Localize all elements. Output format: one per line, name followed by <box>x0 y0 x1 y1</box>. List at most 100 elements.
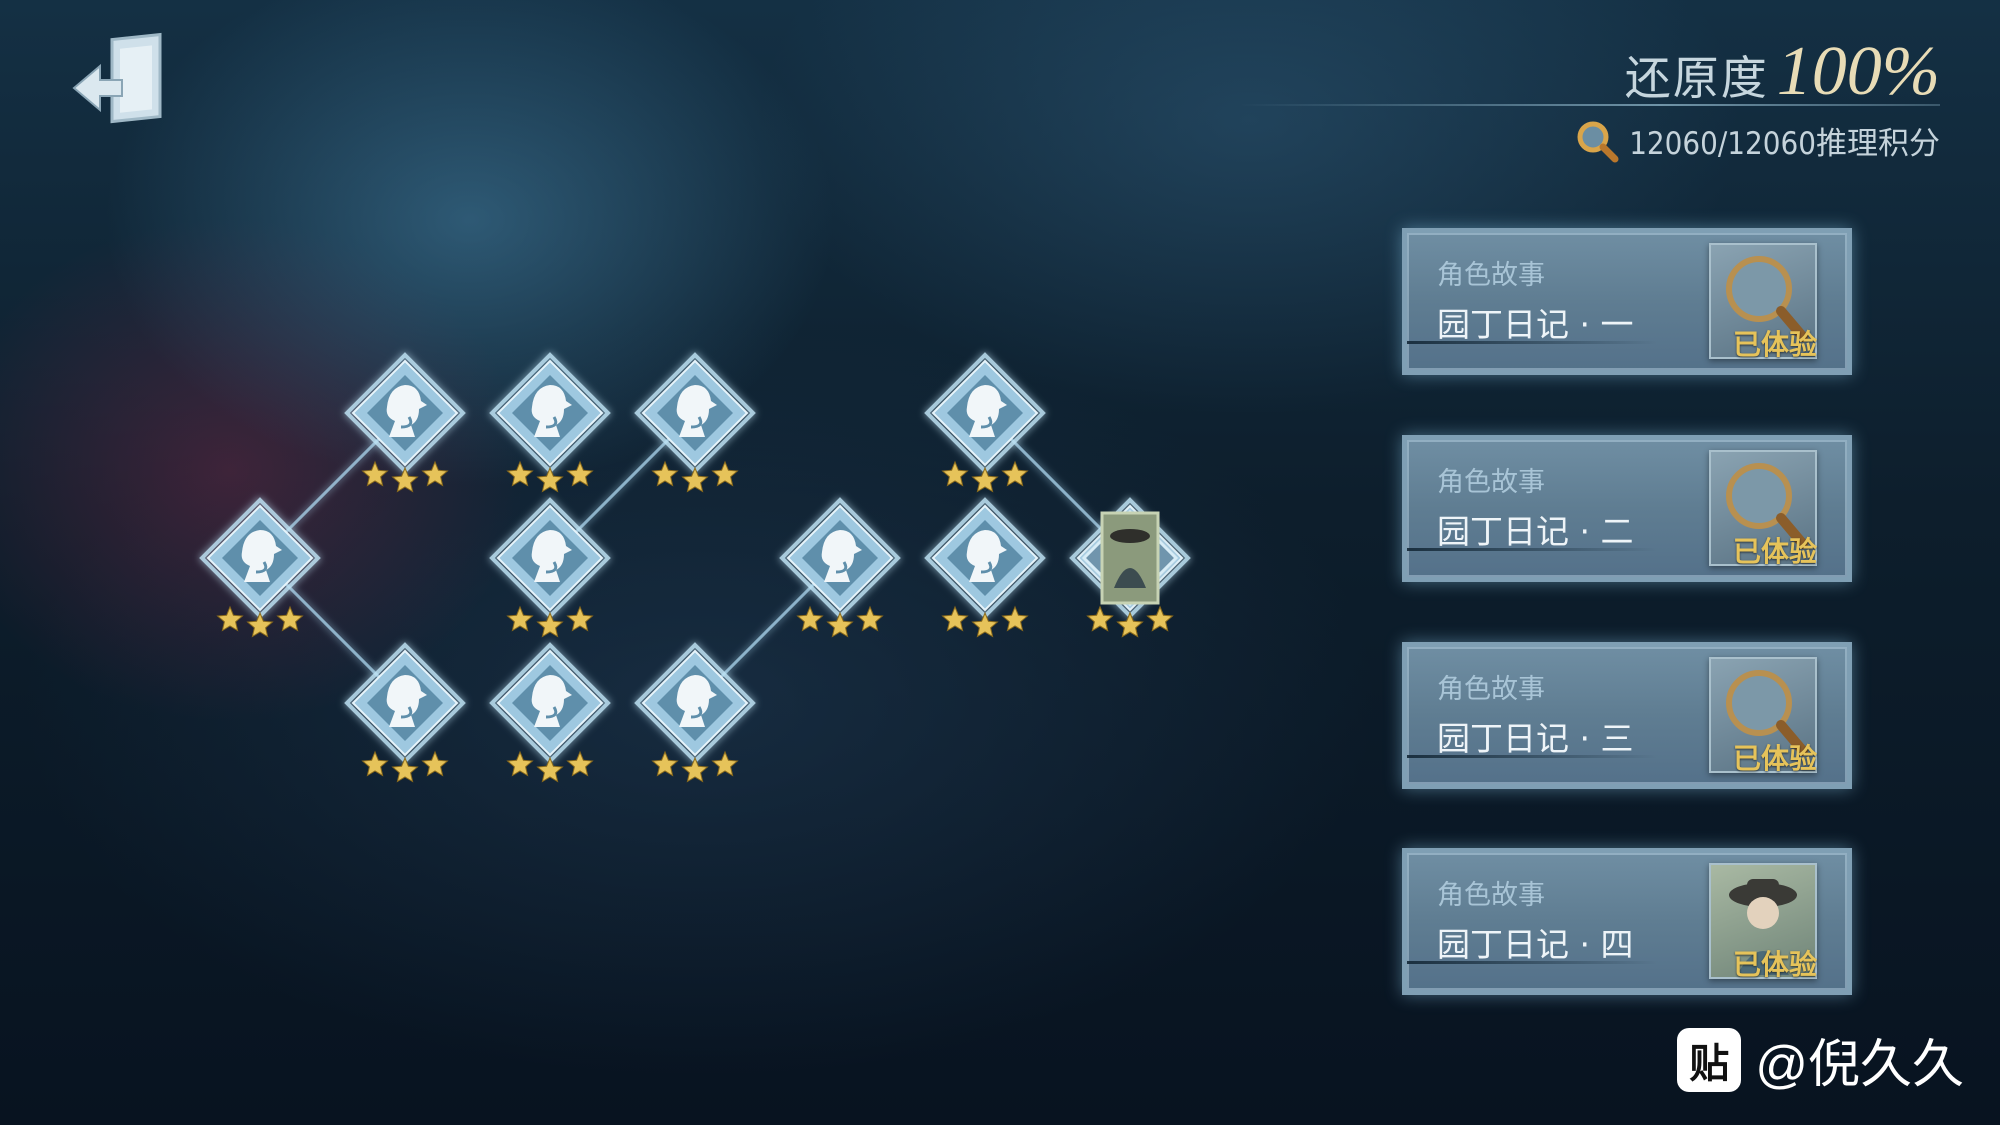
star-icon <box>826 611 854 638</box>
sherlock-silhouette-icon <box>676 385 717 437</box>
story-thumbnail <box>1709 243 1817 359</box>
clue-node-n2[interactable] <box>344 352 466 493</box>
star-icon <box>1001 460 1029 487</box>
restore-value: 100% <box>1776 33 1940 110</box>
clue-node-n4[interactable] <box>634 352 756 493</box>
magnifier-icon <box>1726 463 1808 549</box>
sherlock-silhouette-icon <box>386 385 427 437</box>
portrait-body <box>1114 568 1146 588</box>
pipe-mark <box>545 561 558 574</box>
star-icon <box>566 460 594 487</box>
pipe-mark <box>690 706 703 719</box>
title-underline <box>1407 961 1657 964</box>
star-icon <box>796 605 824 632</box>
star-icon <box>971 611 999 638</box>
sherlock-silhouette-icon <box>531 530 572 582</box>
story-category: 角色故事 <box>1437 880 1545 911</box>
title-underline <box>1407 755 1657 758</box>
pipe-mark <box>545 416 558 429</box>
watermark: 贴 @倪久久 <box>1677 1022 1964 1097</box>
restore-label: 还原度 <box>1624 51 1769 105</box>
sherlock-silhouette-icon <box>966 530 1007 582</box>
clue-node-n8[interactable] <box>924 497 1046 638</box>
star-icon <box>941 460 969 487</box>
star-icon <box>566 750 594 777</box>
title-underline <box>1407 548 1657 551</box>
star-icon <box>536 611 564 638</box>
points-text: 12060/12060推理积分 <box>1629 126 1940 162</box>
clue-node-n11[interactable] <box>634 642 756 783</box>
sherlock-silhouette-icon <box>676 675 717 727</box>
clue-node-n13[interactable] <box>1081 509 1179 638</box>
story-thumbnail <box>1709 450 1817 566</box>
clue-node-n6[interactable] <box>489 497 611 638</box>
star-icon <box>711 750 739 777</box>
points-row: 12060/12060推理积分 <box>1575 118 1940 163</box>
star-icon <box>566 605 594 632</box>
star-icon <box>536 466 564 493</box>
star-icon <box>941 605 969 632</box>
story-thumbnail <box>1709 657 1817 773</box>
status-badge: 已体验 <box>1732 742 1817 775</box>
exit-button[interactable] <box>70 30 174 138</box>
story-card-2[interactable]: 角色故事 园丁日记 · 二 已体验 <box>1402 435 1852 582</box>
star-icon <box>681 466 709 493</box>
story-category: 角色故事 <box>1437 467 1545 498</box>
star-icon <box>361 460 389 487</box>
sherlock-silhouette-icon <box>531 675 572 727</box>
star-icon <box>421 750 449 777</box>
clue-node-n9[interactable] <box>344 642 466 783</box>
tieba-logo: 贴 <box>1677 1027 1742 1092</box>
sherlock-silhouette-icon <box>386 675 427 727</box>
pipe-mark <box>545 706 558 719</box>
star-icon <box>361 750 389 777</box>
clue-node-n7[interactable] <box>779 497 901 638</box>
story-title: 园丁日记 · 三 <box>1437 719 1634 758</box>
clue-node-n1[interactable] <box>199 497 321 638</box>
magnifier-icon <box>1726 256 1808 342</box>
clue-node-n3[interactable] <box>489 352 611 493</box>
star-icon <box>1086 605 1114 632</box>
sherlock-silhouette-icon <box>966 385 1007 437</box>
star-icon <box>651 460 679 487</box>
story-category: 角色故事 <box>1437 260 1545 291</box>
story-thumbnail <box>1709 863 1817 979</box>
story-card-1[interactable]: 角色故事 园丁日记 · 一 已体验 <box>1402 228 1852 375</box>
star-icon <box>651 750 679 777</box>
clue-node-n10[interactable] <box>489 642 611 783</box>
pipe-mark <box>690 416 703 429</box>
sherlock-silhouette-icon <box>531 385 572 437</box>
star-icon <box>276 605 304 632</box>
watermark-text: @倪久久 <box>1755 1036 1964 1094</box>
star-icon <box>1001 605 1029 632</box>
pipe-mark <box>980 416 993 429</box>
star-icon <box>246 611 274 638</box>
star-icon <box>216 605 244 632</box>
pipe-mark <box>835 561 848 574</box>
header-divider <box>1240 104 1940 106</box>
story-card-3[interactable]: 角色故事 园丁日记 · 三 已体验 <box>1402 642 1852 789</box>
star-icon <box>536 756 564 783</box>
pipe-mark <box>400 706 413 719</box>
pipe-mark <box>255 561 268 574</box>
story-card-4[interactable]: 角色故事 园丁日记 · 四 已体验 <box>1402 848 1852 995</box>
status-badge: 已体验 <box>1732 535 1817 568</box>
star-icon <box>391 466 419 493</box>
star-icon <box>711 460 739 487</box>
star-icon <box>1116 611 1144 638</box>
status-badge: 已体验 <box>1732 328 1817 361</box>
star-icon <box>506 605 534 632</box>
pipe-mark <box>980 561 993 574</box>
portrait-hat <box>1110 529 1150 543</box>
clue-node-n5[interactable] <box>924 352 1046 493</box>
star-icon <box>506 750 534 777</box>
magnifier-icon <box>1726 670 1808 756</box>
star-icon <box>856 605 884 632</box>
gardener-portrait-icon <box>1729 879 1797 975</box>
story-title: 园丁日记 · 四 <box>1437 925 1634 964</box>
magnifier-icon <box>1577 121 1619 162</box>
story-title: 园丁日记 · 一 <box>1437 305 1634 344</box>
story-category: 角色故事 <box>1437 674 1545 705</box>
